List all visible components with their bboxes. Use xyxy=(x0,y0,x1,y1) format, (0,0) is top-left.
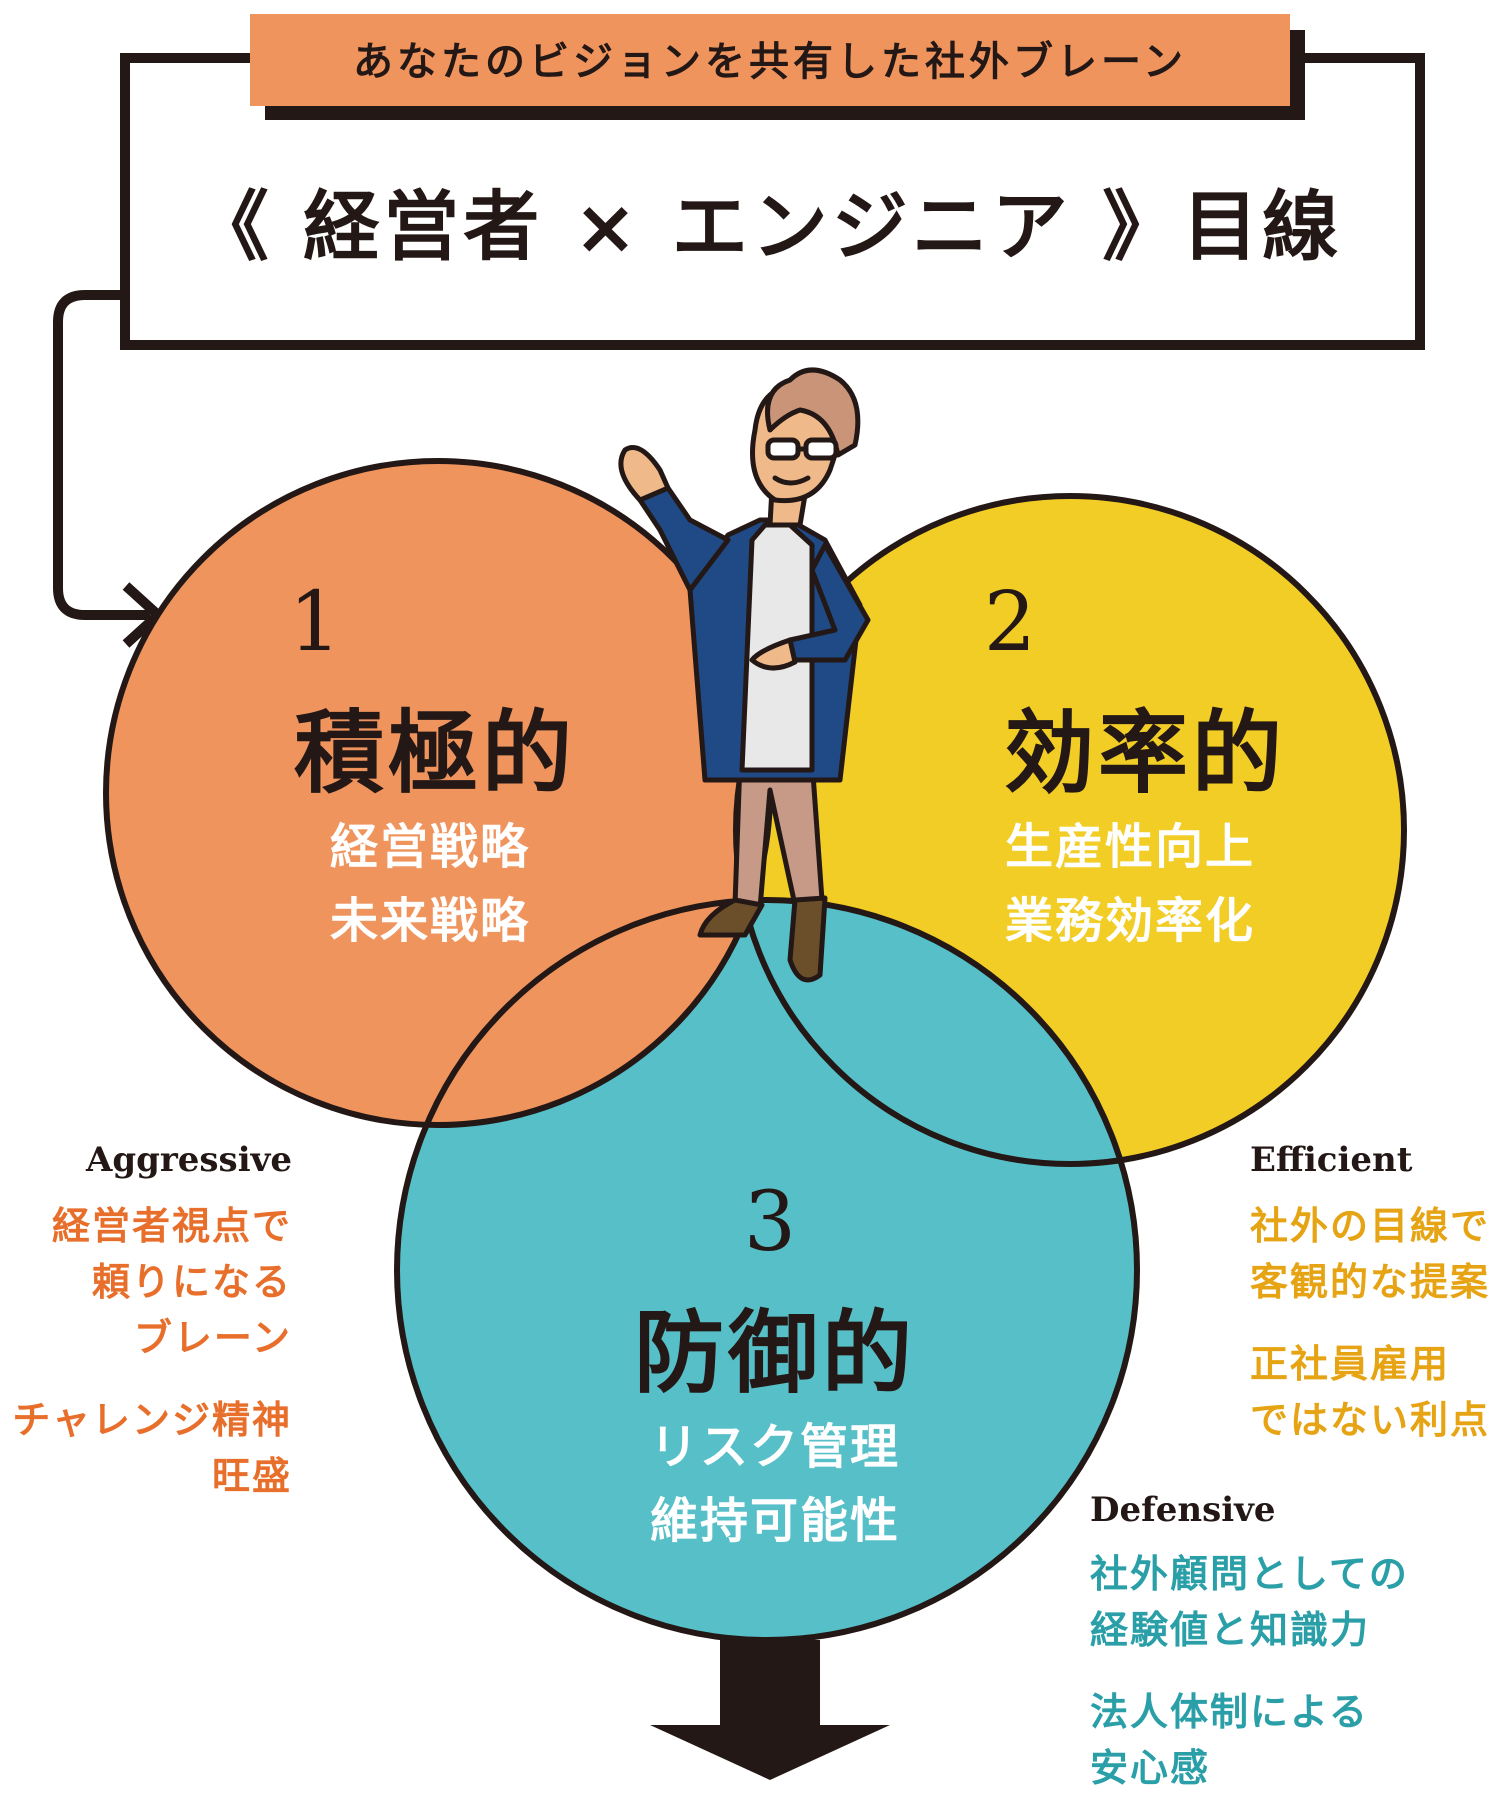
connector-line xyxy=(53,290,150,620)
headline-frame xyxy=(120,53,1425,350)
aggressive-note-2: チャレンジ精神 旺盛 xyxy=(0,1392,292,1504)
down-arrow-icon xyxy=(650,1725,890,1780)
defensive-note-line: 経験値と知識力 xyxy=(1090,1608,1371,1652)
circle-3-list: リスク管理 維持可能性 xyxy=(605,1410,945,1558)
circle-2-line-2: 業務効率化 xyxy=(1004,893,1255,949)
aggressive-note-1: 経営者視点で 頼りになる ブレーン xyxy=(0,1198,292,1366)
circle-3-number: 3 xyxy=(743,1175,797,1270)
circle-3-title: 防御的 xyxy=(634,1301,916,1406)
circle-2-title: 効率的 xyxy=(1004,701,1286,806)
efficient-note-line: 客観的な提案 xyxy=(1250,1260,1491,1304)
efficient-label: Efficient xyxy=(1250,1140,1413,1180)
defensive-note-2: 法人体制による 安心感 xyxy=(1090,1684,1430,1796)
efficient-note-line: 正社員雇用 xyxy=(1250,1342,1451,1386)
efficient-note-line: ではない利点 xyxy=(1250,1398,1491,1442)
defensive-note-1: 社外顧問としての 経験値と知識力 xyxy=(1090,1546,1430,1658)
defensive-label: Defensive xyxy=(1090,1490,1276,1530)
circle-1-line-2: 未来戦略 xyxy=(329,893,530,949)
overlap-efficient-defensive xyxy=(736,900,1137,1164)
aggressive-note-line: 頼りになる xyxy=(91,1260,292,1304)
circle-3-line-2: 維持可能性 xyxy=(649,1493,900,1549)
circle-1-line-1: 経営戦略 xyxy=(329,819,530,875)
circle-2-line-1: 生産性向上 xyxy=(1004,819,1255,875)
efficient-note-1: 社外の目線で 客観的な提案 xyxy=(1250,1198,1500,1310)
circle-2-list: 生産性向上 業務効率化 xyxy=(960,810,1300,958)
circle-1-number: 1 xyxy=(288,575,342,670)
efficient-note-line: 社外の目線で xyxy=(1250,1204,1491,1248)
consultant-illustration xyxy=(618,367,871,983)
defensive-note-line: 法人体制による xyxy=(1090,1690,1369,1734)
down-arrow-shaft xyxy=(720,1640,820,1728)
defensive-note-line: 安心感 xyxy=(1090,1746,1211,1790)
circle-1-list: 経営戦略 未来戦略 xyxy=(260,810,600,958)
headline-title: 《 経営者 × エンジニア 》目線 xyxy=(192,182,1343,271)
aggressive-note-line: チャレンジ精神 xyxy=(12,1398,292,1442)
aggressive-label: Aggressive xyxy=(85,1140,292,1180)
efficient-note-2: 正社員雇用 ではない利点 xyxy=(1250,1336,1500,1448)
circle-1-title: 積極的 xyxy=(294,701,576,806)
circle-2-number: 2 xyxy=(983,575,1037,670)
defensive-note-line: 社外顧問としての xyxy=(1090,1552,1409,1596)
vision-tag-label: あなたのビジョンを共有した社外ブレーン xyxy=(353,38,1187,85)
tag-box xyxy=(250,14,1290,106)
overlap-aggressive-defensive xyxy=(397,900,770,1125)
circle-3-line-1: リスク管理 xyxy=(649,1419,900,1475)
aggressive-note-line: 旺盛 xyxy=(211,1454,292,1498)
aggressive-note-line: 経営者視点で xyxy=(51,1204,292,1248)
aggressive-note-line: ブレーン xyxy=(133,1316,292,1360)
